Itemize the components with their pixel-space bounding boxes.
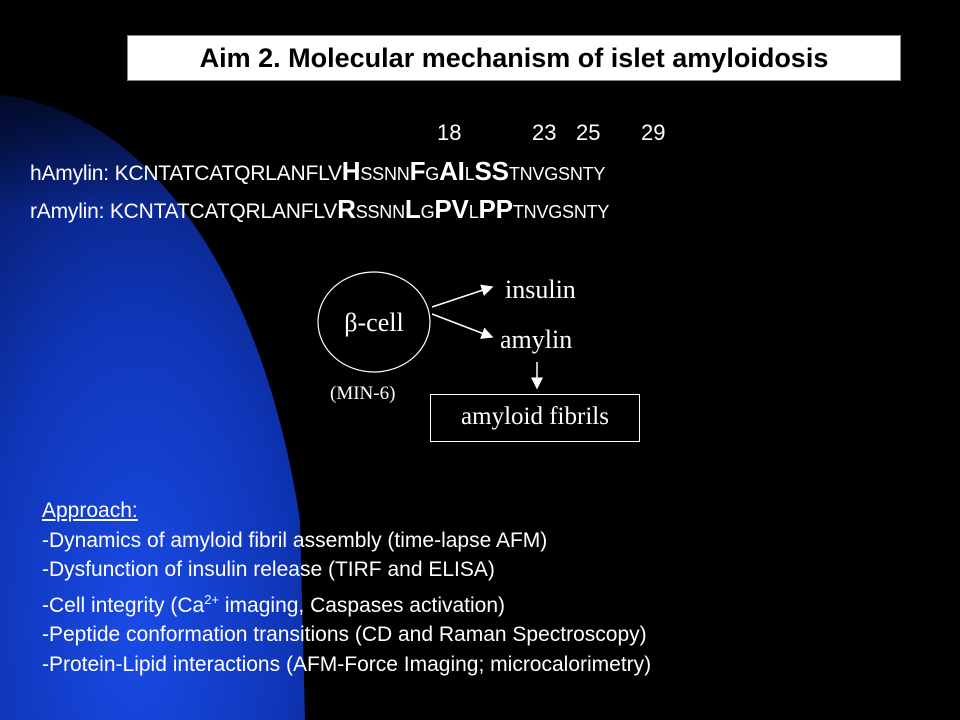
ramylin-sequence: rAmylin: KCNTATCATQRLANFLVRSSNNLGPVLPPTN…	[30, 194, 609, 225]
slide-title: Aim 2. Molecular mechanism of islet amyl…	[127, 35, 901, 81]
seq-part: G	[425, 164, 440, 184]
seq-part: G	[420, 202, 435, 222]
residue-18: H	[341, 156, 361, 186]
residue-23: F	[409, 156, 426, 186]
approach-item: -Dynamics of amyloid fibril assembly (ti…	[42, 528, 548, 552]
position-25: 25	[576, 120, 601, 145]
arrow-to-insulin	[431, 284, 494, 308]
approach-item: -Protein-Lipid interactions (AFM-Force I…	[42, 652, 652, 676]
beta-cell-oval	[317, 271, 431, 373]
seq-part: TNVGSNTY	[512, 202, 610, 222]
approach-item-text: -Cell integrity (Ca	[42, 593, 205, 617]
cell-line-label: (MIN-6)	[330, 383, 395, 404]
insulin-label: insulin	[505, 275, 576, 304]
position-18: 18	[437, 120, 462, 145]
residue-28-29: SS	[474, 156, 509, 186]
residue-25-26: AI	[439, 156, 465, 186]
seq-part: SSNN	[360, 164, 410, 184]
approach-item: -Cell integrity (Ca2+ imaging, Caspases …	[42, 585, 651, 621]
residue-28-29: PP	[478, 194, 513, 224]
seq-part: L	[468, 202, 479, 222]
hamylin-sequence: hAmylin: KCNTATCATQRLANFLVHSSNNFGAILSSTN…	[30, 156, 605, 187]
approach-heading: Approach:	[42, 499, 138, 522]
amyloid-fibrils-box: amyloid fibrils	[430, 394, 640, 442]
residue-23: L	[404, 194, 421, 224]
seq-part: L	[464, 164, 475, 184]
approach-list: Approach: -Dynamics of amyloid fibril as…	[42, 496, 651, 679]
arrow-to-amylin	[431, 313, 494, 339]
approach-item: -Dysfunction of insulin release (TIRF an…	[42, 558, 495, 581]
hamylin-label: hAmylin:	[30, 162, 115, 185]
seq-part: KCNTATCATQRLANFLV	[109, 200, 338, 223]
position-23: 23	[532, 120, 557, 145]
position-29: 29	[641, 120, 666, 145]
seq-part: TNVGSNTY	[508, 164, 606, 184]
amylin-label: amylin	[500, 325, 572, 354]
residue-18: R	[337, 194, 356, 224]
ramylin-label: rAmylin:	[30, 200, 110, 223]
approach-item: -Peptide conformation transitions (CD an…	[42, 623, 647, 646]
superscript-charge: 2+	[204, 591, 220, 607]
approach-item-text: imaging, Caspases activation)	[219, 593, 506, 617]
seq-part: KCNTATCATQRLANFLV	[114, 162, 342, 185]
beta-cell-label: β-cell	[344, 308, 403, 337]
seq-part: SSNN	[355, 202, 405, 222]
residue-25-26: PV	[434, 194, 469, 224]
